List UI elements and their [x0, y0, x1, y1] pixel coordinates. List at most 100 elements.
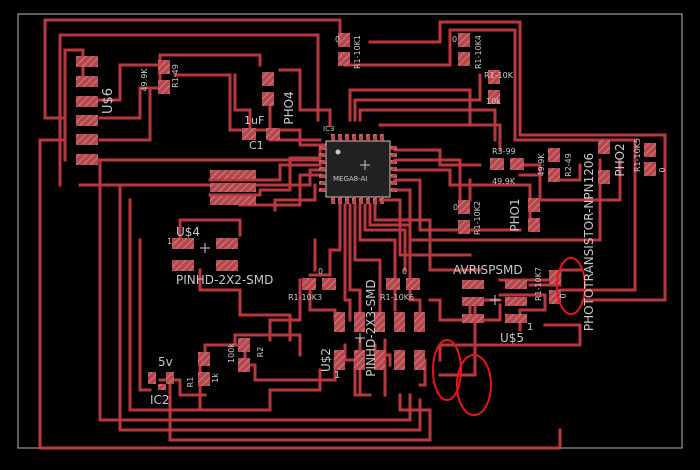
ic3-pin [366, 197, 370, 204]
pad [166, 372, 174, 384]
label-avrispsmd: AVRISPSMD [453, 263, 523, 277]
pad [505, 314, 527, 323]
pad [374, 350, 385, 370]
ic3-pin [319, 167, 326, 171]
pad [458, 220, 470, 234]
ic3-pin [366, 134, 370, 141]
ic3-pin [319, 146, 326, 150]
pad [462, 297, 484, 306]
pad [76, 96, 98, 107]
pads [76, 33, 656, 390]
marker-ellipse [432, 339, 462, 401]
marker-ellipse [456, 354, 492, 416]
ic3-pin [319, 160, 326, 164]
pad [548, 148, 560, 162]
pad [76, 76, 98, 87]
pad [216, 238, 238, 249]
pad [488, 90, 500, 104]
pad [158, 60, 170, 74]
label-us5: U$5 [500, 331, 524, 345]
ic3-pin [331, 134, 335, 141]
pad [458, 33, 470, 47]
pad [158, 80, 170, 94]
label-us6: U$6 [101, 88, 116, 114]
label-r1-10k6: R1-10K6 [380, 293, 414, 302]
label-ic3-value: MEGA8-AI [333, 175, 367, 183]
ic3-pin [338, 134, 342, 141]
ic3-pin [345, 197, 349, 204]
pad [76, 134, 98, 145]
ic3-pin [319, 188, 326, 192]
ic3-pin [390, 174, 397, 178]
pad [172, 238, 194, 249]
pad [334, 350, 345, 370]
ic3-pin [319, 153, 326, 157]
pad [76, 56, 98, 67]
ic3-pin [345, 134, 349, 141]
ic3-pin [390, 153, 397, 157]
label-us2: U$2 [319, 348, 333, 372]
pad [334, 312, 345, 332]
pad [354, 312, 365, 332]
pad [488, 70, 500, 84]
ic3-pin [380, 134, 384, 141]
ic3-pin [390, 167, 397, 171]
label-pho1: PHO1 [508, 198, 522, 231]
label-us5-pin: 1 [527, 322, 533, 333]
pad [148, 372, 156, 384]
pad [414, 312, 425, 332]
label-r1-49-val: 49.9K [140, 68, 149, 92]
label-r1-10k5: R1-10K5 [633, 138, 642, 172]
pad [598, 140, 610, 154]
label-ic3: IC3 [323, 125, 334, 133]
origin-marks [200, 160, 500, 343]
pad [490, 158, 504, 170]
label-r1-10k4: R1-10K4 [474, 35, 483, 69]
ic3-pin [380, 197, 384, 204]
pad [458, 52, 470, 66]
ic3-pin [390, 181, 397, 185]
ic3-pin [319, 181, 326, 185]
pad [386, 278, 400, 290]
label-us2-pin: 1 [334, 370, 340, 381]
pad [548, 168, 560, 182]
label-r1-10k2: R1-10K2 [473, 201, 482, 235]
label-pho4: PHO4 [282, 91, 296, 124]
pad [505, 280, 527, 289]
ic3-pin [390, 146, 397, 150]
ic3-pin [390, 188, 397, 192]
pad [210, 196, 256, 205]
labels: U$6 49.9K R1-49 1uF C1 PHO4 IC3 MEGA8-AI… [101, 35, 667, 407]
pad [76, 154, 98, 165]
label-r1-10k2-val: 0 [453, 203, 458, 212]
pad [158, 384, 166, 390]
pad [528, 198, 540, 212]
pad [76, 115, 98, 126]
pad [238, 358, 250, 372]
pad [302, 278, 316, 290]
pad [322, 278, 336, 290]
pad [505, 297, 527, 306]
ic3-pin [331, 197, 335, 204]
pad [394, 350, 405, 370]
label-r1: R1 [186, 377, 195, 388]
ic3-pin [359, 197, 363, 204]
ic3-pin [359, 134, 363, 141]
label-r1-10k3-val: 0 [318, 267, 323, 276]
pad [374, 312, 385, 332]
ic3-mcu [319, 134, 397, 204]
ic3-pin [390, 160, 397, 164]
pad [528, 218, 540, 232]
ic3-pin [338, 197, 342, 204]
pad [458, 200, 470, 214]
label-us4: U$4 [176, 225, 200, 239]
pad [262, 92, 274, 106]
pad [198, 352, 210, 366]
label-r1-val: 1k [211, 373, 220, 383]
label-pinhd-2x3: PINHD-2X3-SMD [364, 279, 378, 376]
label-r2-49-val: 49.9K [537, 153, 546, 177]
traces [38, 18, 667, 450]
pad [644, 143, 656, 157]
ic3-pin [373, 134, 377, 141]
